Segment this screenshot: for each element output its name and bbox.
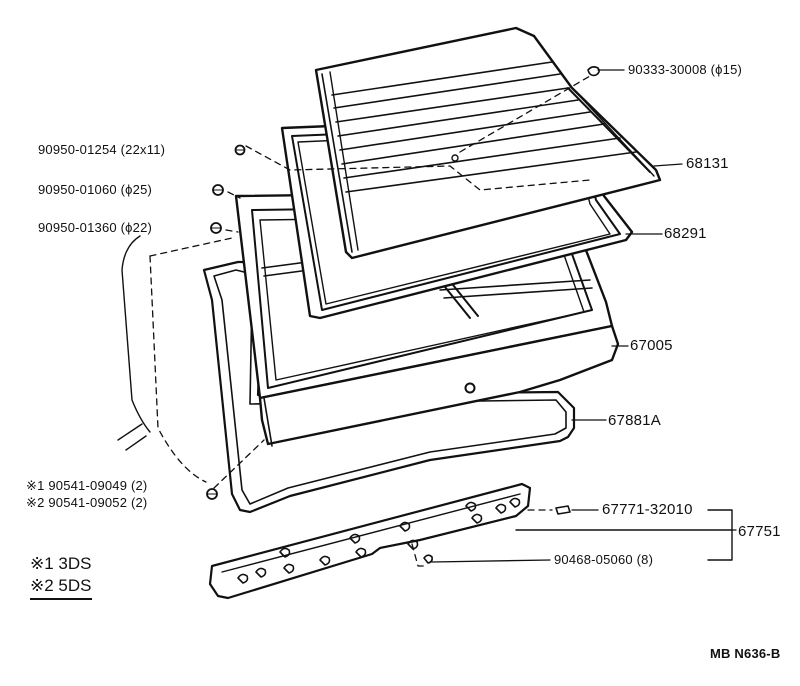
label-grommet-3: 90950-01360 (ϕ22) (38, 220, 153, 235)
label-grommet-1: 90950-01254 (22x11) (38, 142, 166, 157)
label-glass: 68131 (686, 155, 729, 172)
label-grommet-2: 90950-01060 (ϕ25) (38, 182, 153, 197)
note-variant-2: ※2 5DS (30, 576, 92, 600)
label-glass-clip: 90333-30008 (ϕ15) (628, 62, 743, 77)
label-door-panel: 67005 (630, 337, 673, 354)
label-weatherstrip: 68291 (664, 225, 707, 242)
glass-68131 (314, 26, 662, 260)
reference-dashes (149, 75, 591, 567)
label-door-seal: 67881A (608, 412, 661, 429)
label-garnish-clip: 67771-32010 (602, 501, 693, 518)
leader-lines (431, 69, 737, 563)
label-garnish-assy: 67751 (738, 523, 781, 540)
drawing-code: MB N636-B (710, 646, 781, 661)
label-garnish-screw: 90468-05060 (8) (554, 552, 654, 567)
label-clip-variant-2: ※2 90541-09052 (2) (26, 495, 148, 510)
note-variant-1: ※1 3DS (30, 554, 92, 573)
grommets (206, 144, 246, 500)
garnish-67751 (208, 482, 571, 600)
label-clip-variant-1: ※1 90541-09049 (2) (26, 478, 148, 493)
wire-harness-outline (117, 235, 151, 451)
